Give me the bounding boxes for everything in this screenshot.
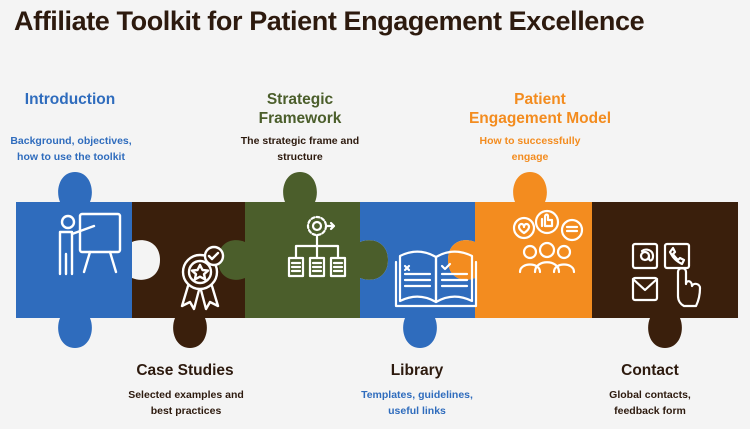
open-book-icon	[394, 250, 478, 308]
puzzle-piece-introduction[interactable]	[16, 172, 132, 348]
presenter-board-icon	[58, 212, 122, 276]
case-studies-description: Selected examples and best practices	[128, 389, 244, 417]
page-title: Affiliate Toolkit for Patient Engagement…	[14, 6, 645, 36]
contact-label: Contact	[621, 362, 679, 379]
patient-model-description: How to successfully engage	[479, 135, 581, 163]
contact-touch-icon	[631, 242, 702, 308]
feedback-people-icon	[512, 209, 584, 274]
intro-label: Introduction	[24, 91, 116, 108]
puzzle-piece-contact[interactable]	[592, 202, 738, 348]
award-badge-icon	[180, 245, 225, 311]
intro-description: Background, objectives, how to use the t…	[10, 135, 132, 163]
gear-hierarchy-icon	[287, 215, 347, 278]
patient-model-label: Patient Engagement Model	[468, 91, 612, 127]
case-studies-label: Case Studies	[136, 362, 234, 379]
library-label: Library	[390, 362, 444, 379]
framework-description: The strategic frame and structure	[240, 135, 360, 163]
contact-description: Global contacts, feedback form	[609, 389, 691, 417]
library-description: Templates, guidelines, useful links	[361, 389, 473, 417]
puzzle-piece-patient-engagement[interactable]	[448, 172, 592, 318]
framework-label: Strategic Framework	[258, 91, 342, 127]
